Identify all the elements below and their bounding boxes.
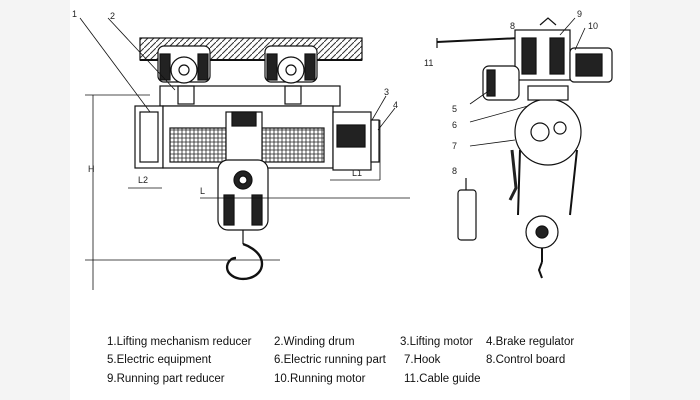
legend-item-8: 8.Control board bbox=[486, 354, 566, 366]
legend-item-2: 2.Winding drum bbox=[274, 336, 355, 348]
front-view bbox=[79, 17, 410, 290]
dim-l: L bbox=[200, 186, 205, 196]
side-view bbox=[436, 17, 613, 279]
legend-item-11: 11.Cable guide bbox=[404, 373, 481, 385]
right-margin bbox=[630, 0, 700, 400]
dimension-lines bbox=[85, 94, 410, 290]
lifting-mechanism-reducer bbox=[134, 105, 164, 169]
callout-11: 11 bbox=[424, 58, 433, 68]
trolley-wheel-right bbox=[264, 45, 318, 84]
callout-9: 9 bbox=[577, 9, 582, 19]
callout-5: 5 bbox=[452, 104, 457, 114]
callout-8: 8 bbox=[452, 166, 457, 176]
dim-l2: L2 bbox=[138, 175, 148, 185]
legend-item-9: 9.Running part reducer bbox=[107, 373, 225, 385]
trolley-wheel-left bbox=[157, 45, 211, 84]
callout-3: 3 bbox=[384, 87, 389, 97]
cable-guide bbox=[436, 37, 521, 43]
legend-item-4: 4.Brake regulator bbox=[486, 336, 575, 348]
winding-drum-mesh-left bbox=[169, 127, 227, 163]
front-callouts: 1 2 3 4 H L2 L L1 bbox=[72, 9, 398, 196]
callout-8-top: 8 bbox=[510, 21, 515, 31]
callout-4: 4 bbox=[393, 100, 398, 110]
legend-item-10: 10.Running motor bbox=[274, 373, 366, 385]
legend-item-3: 3.Lifting motor bbox=[400, 336, 473, 348]
leader-lines bbox=[79, 17, 396, 131]
control-board bbox=[457, 189, 477, 241]
callout-6: 6 bbox=[452, 120, 457, 130]
callout-10: 10 bbox=[588, 21, 598, 31]
dim-l1: L1 bbox=[352, 168, 362, 178]
dim-h: H bbox=[88, 164, 95, 174]
legend-item-1: 1.Lifting mechanism reducer bbox=[107, 336, 252, 348]
winding-drum-mesh-right bbox=[261, 127, 325, 163]
legend-item-6: 6.Electric running part bbox=[274, 354, 386, 366]
side-callouts: 9 8 10 11 5 6 7 8 bbox=[424, 9, 598, 176]
side-leader-lines bbox=[469, 17, 586, 147]
legend-item-7: 7.Hook bbox=[404, 354, 441, 366]
legend-item-5: 5.Electric equipment bbox=[107, 354, 212, 366]
side-drum-housing bbox=[514, 98, 582, 166]
left-margin bbox=[0, 0, 70, 400]
callout-1: 1 bbox=[72, 9, 77, 19]
callout-2: 2 bbox=[110, 11, 115, 21]
hook-block-front bbox=[217, 159, 269, 281]
callout-7: 7 bbox=[452, 141, 457, 151]
